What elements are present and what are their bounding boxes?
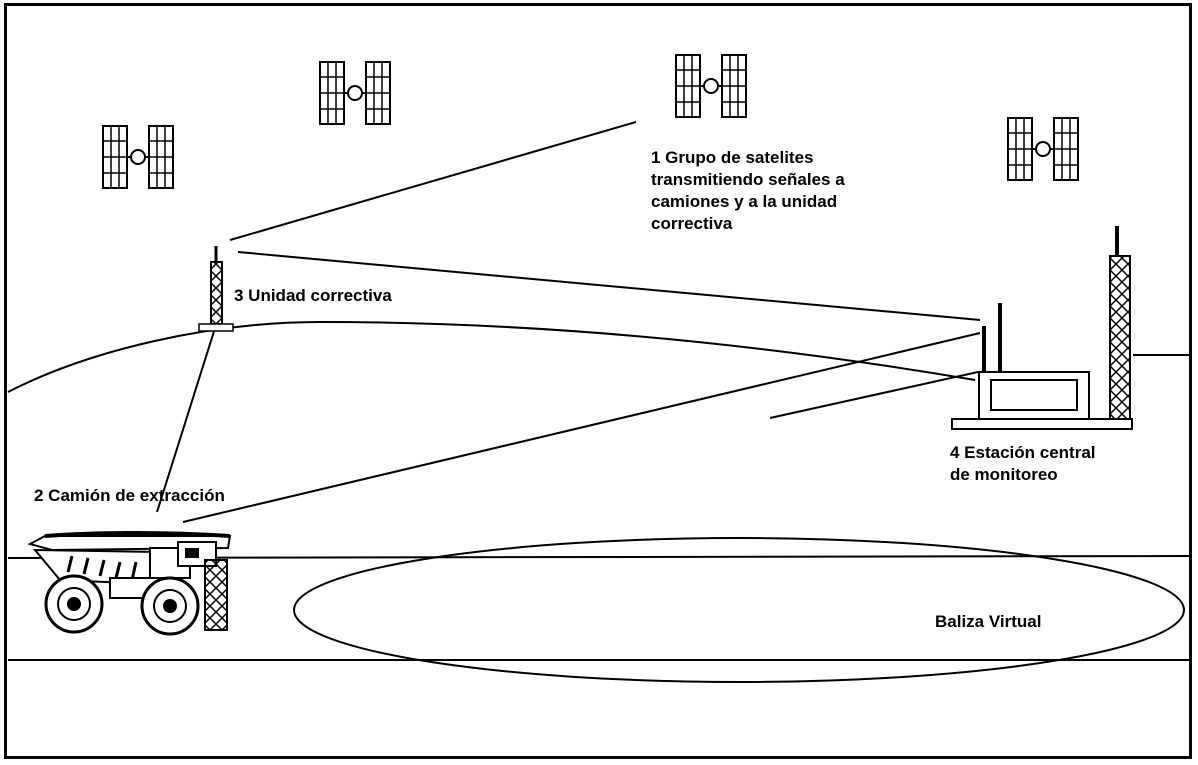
antenna-tower-icon — [199, 246, 233, 331]
signal-station-partial — [770, 372, 978, 418]
mining-truck-icon — [30, 533, 230, 634]
truck-label: 2 Camión de extracción — [34, 485, 225, 507]
hill-contour — [8, 322, 975, 392]
virtual-beacon-label: Baliza Virtual — [935, 611, 1041, 633]
signal-corrective-to-truck — [157, 325, 216, 512]
central-station-label: 4 Estación central de monitoreo — [950, 442, 1096, 486]
satellites-label: 1 Grupo de satelites transmitiendo señal… — [651, 147, 845, 235]
signal-satellite-to-corrective — [230, 122, 636, 240]
satellite-icon — [676, 55, 746, 117]
satellite-icon — [1008, 118, 1078, 180]
satellite-icon — [103, 126, 173, 188]
signal-truck-to-station — [183, 333, 980, 522]
satellite-icon — [320, 62, 390, 124]
corrective-unit-label: 3 Unidad correctiva — [234, 285, 392, 307]
monitoring-station-icon — [952, 226, 1132, 429]
